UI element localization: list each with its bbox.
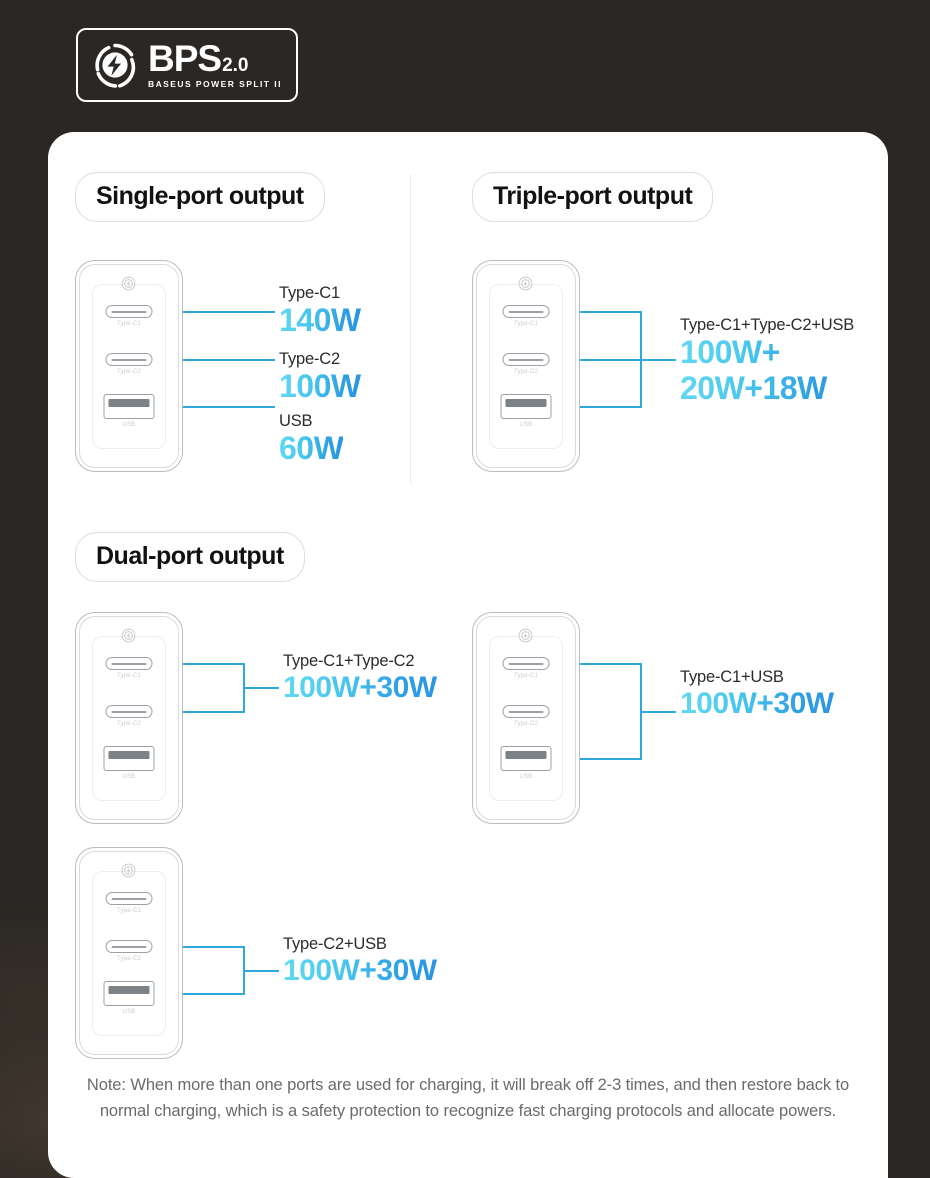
port-label-c2: Type-C2 — [116, 956, 142, 962]
port-type-c2: Type-C2 — [105, 353, 153, 375]
callout-watt: 100W+30W — [283, 670, 437, 704]
section-title-dual-label: Dual-port output — [96, 542, 284, 570]
port-label-c1: Type-C1 — [116, 321, 142, 327]
port-type-c1: Type-C1 — [502, 657, 550, 679]
baseus-bolt-badge-icon — [121, 628, 136, 643]
baseus-bolt-badge-icon — [121, 863, 136, 878]
port-label-c1: Type-C1 — [513, 321, 539, 327]
callout-single-1: Type-C2 100W — [279, 350, 361, 405]
callout-watt: 100W+30W — [283, 953, 437, 987]
dual-item-c1-c2: Type-C1 Type-C2 USB Type-C1+Type-C2 100W… — [75, 612, 437, 824]
charger-device-dual-c: Type-C1 Type-C2 USB — [75, 847, 183, 1059]
callout-caption: Type-C1+Type-C2+USB — [680, 316, 855, 334]
dual-item-c2-usb: Type-C1 Type-C2 USB Type-C2+USB 100W+30W — [75, 847, 437, 1059]
section-title-single: Single-port output — [75, 172, 325, 222]
callout-triple: Type-C1+Type-C2+USB 100W+ 20W+18W — [680, 260, 854, 407]
charger-device-triple: Type-C1 Type-C2 USB — [472, 260, 580, 472]
logo-wordmark: BPS 2.0 BASEUS POWER SPLIT II — [148, 37, 282, 90]
section-single-port: Single-port output Type-C1 — [75, 172, 479, 472]
callout-single-2: USB 60W — [279, 412, 344, 467]
callout-labels-single: Type-C1 140W Type-C2 100W USB 60W — [279, 260, 479, 472]
port-label-c2: Type-C2 — [116, 369, 142, 375]
charger-device-dual-b: Type-C1 Type-C2 USB — [472, 612, 580, 824]
port-label-usb: USB — [122, 1009, 136, 1015]
callout-caption: Type-C2 — [279, 350, 340, 368]
port-label-c2: Type-C2 — [513, 369, 539, 375]
section-title-dual: Dual-port output — [75, 532, 305, 582]
callout-dual-c: Type-C2+USB 100W+30W — [283, 847, 437, 988]
dual-item-c1-usb: Type-C1 Type-C2 USB Type-C1+USB 100W+30W — [472, 612, 834, 824]
callout-watt: 140W — [279, 301, 361, 338]
section-title-single-label: Single-port output — [96, 182, 304, 210]
baseus-bolt-badge-icon — [121, 276, 136, 291]
port-usb-a: USB — [103, 746, 155, 780]
callout-caption: Type-C1+USB — [680, 668, 784, 686]
callout-dual-b: Type-C1+USB 100W+30W — [680, 612, 834, 721]
port-type-c1: Type-C1 — [105, 892, 153, 914]
port-type-c1: Type-C1 — [502, 305, 550, 327]
power-split-bolt-icon — [92, 42, 138, 88]
callout-caption: Type-C1+Type-C2 — [283, 652, 415, 670]
baseus-bolt-badge-icon — [518, 276, 533, 291]
port-usb-a: USB — [500, 394, 552, 428]
charger-device-single: Type-C1 Type-C2 USB — [75, 260, 183, 472]
callout-watt-line2: 20W+18W — [680, 370, 854, 407]
callout-dual-a: Type-C1+Type-C2 100W+30W — [283, 612, 437, 705]
section-triple-port: Triple-port output Type-C1 — [472, 172, 854, 472]
section-dual-port: Dual-port output — [75, 532, 305, 582]
bps-logo-badge: BPS 2.0 BASEUS POWER SPLIT II — [76, 28, 298, 102]
port-label-c1: Type-C1 — [116, 673, 142, 679]
connector-bracket-dual-c — [183, 847, 283, 1059]
port-label-c1: Type-C1 — [513, 673, 539, 679]
port-label-c2: Type-C2 — [116, 721, 142, 727]
port-type-c1: Type-C1 — [105, 305, 153, 327]
port-label-usb: USB — [519, 422, 533, 428]
port-type-c2: Type-C2 — [502, 353, 550, 375]
logo-subtitle: BASEUS POWER SPLIT II — [148, 79, 282, 90]
callout-caption: Type-C1 — [279, 284, 340, 302]
callout-caption: USB — [279, 412, 313, 430]
callout-watt: 60W — [279, 429, 344, 466]
connector-lines-single — [183, 260, 279, 472]
logo-brand: BPS — [148, 37, 222, 79]
port-label-c1: Type-C1 — [116, 908, 142, 914]
column-divider — [410, 174, 411, 484]
port-usb-a: USB — [103, 981, 155, 1015]
port-type-c2: Type-C2 — [105, 940, 153, 962]
callout-caption: Type-C2+USB — [283, 935, 387, 953]
port-type-c1: Type-C1 — [105, 657, 153, 679]
content-card: Single-port output Type-C1 — [48, 132, 888, 1178]
connector-bracket-triple — [580, 260, 680, 472]
port-type-c2: Type-C2 — [502, 705, 550, 727]
connector-bracket-dual-b — [580, 612, 680, 824]
charger-device-dual-a: Type-C1 Type-C2 USB — [75, 612, 183, 824]
section-title-triple: Triple-port output — [472, 172, 714, 222]
callout-watt: 100W+30W — [680, 686, 834, 720]
callout-watt: 100W — [279, 367, 361, 404]
section-title-triple-label: Triple-port output — [493, 182, 693, 210]
port-usb-a: USB — [103, 394, 155, 428]
logo-version: 2.0 — [222, 55, 249, 77]
footer-note: Note: When more than one ports are used … — [86, 1076, 850, 1121]
baseus-bolt-badge-icon — [518, 628, 533, 643]
callout-watt-line1: 100W+ — [680, 334, 854, 371]
callout-single-0: Type-C1 140W — [279, 284, 361, 339]
connector-bracket-dual-a — [183, 612, 283, 824]
port-label-usb: USB — [122, 422, 136, 428]
port-usb-a: USB — [500, 746, 552, 780]
port-label-usb: USB — [519, 774, 533, 780]
port-type-c2: Type-C2 — [105, 705, 153, 727]
port-label-usb: USB — [122, 774, 136, 780]
port-label-c2: Type-C2 — [513, 721, 539, 727]
